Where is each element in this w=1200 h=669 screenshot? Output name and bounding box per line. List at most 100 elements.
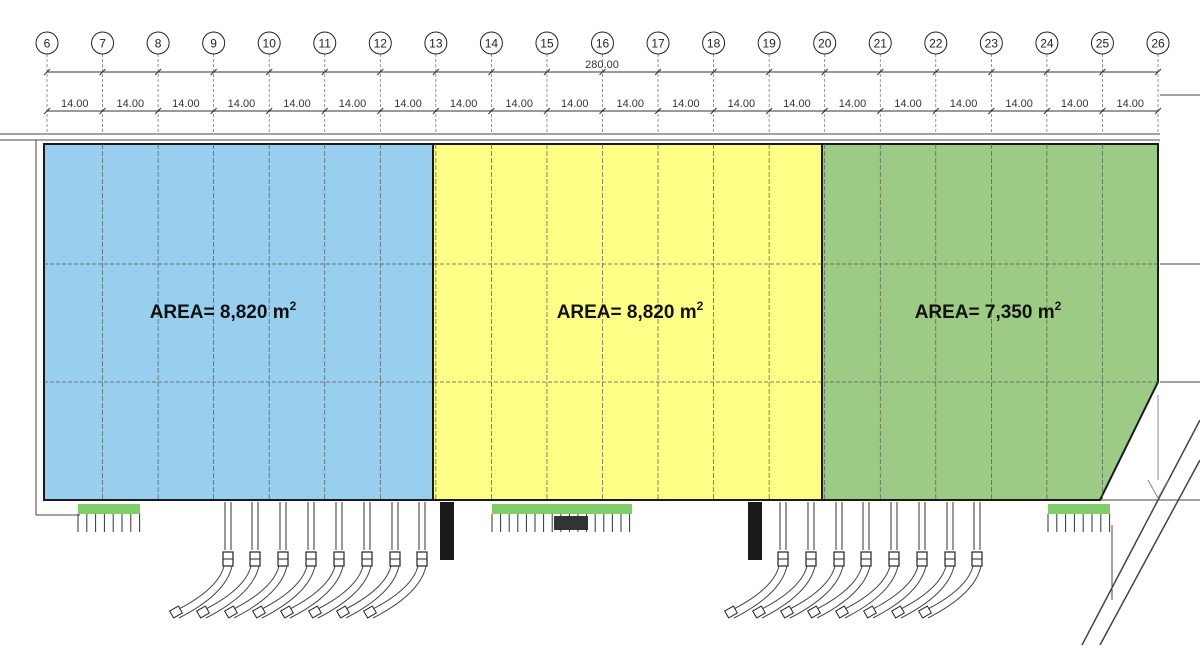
column-grid-lines (46, 54, 1159, 500)
axis-bubble (479, 31, 503, 55)
axis-bubble (868, 31, 892, 55)
total-dimension: 280.00 (47, 59, 1158, 73)
landscape-strip-right (1048, 504, 1110, 514)
truck-dock (751, 502, 817, 619)
landscape-strips (78, 504, 1110, 514)
truck-dock (362, 502, 428, 619)
axis-label: 10 (263, 37, 277, 51)
axis-label: 14 (485, 37, 499, 51)
axis-bubble (1146, 31, 1170, 55)
axis-bubble (535, 31, 559, 55)
axis-bubble (702, 31, 726, 55)
bay-dimension-label: 14.00 (117, 98, 145, 110)
truck-dock (806, 502, 872, 619)
axis-label: 16 (596, 37, 610, 51)
dimension-chain: 14.00 14.00 14.00 14.00 14.00 14.00 14.00 14.00… (43, 68, 1162, 115)
axis-label: 20 (818, 37, 832, 51)
axis-bubble (757, 31, 781, 55)
zone-3-area-label: AREA= 7,350 m2 (915, 299, 1062, 323)
axis-label: 19 (762, 37, 776, 51)
axis-bubble (1090, 31, 1114, 55)
total-dimension-label: 280.00 (585, 59, 619, 71)
zone-1[interactable] (43, 143, 434, 501)
bay-dimension-label: 14.00 (228, 98, 256, 110)
bay-dimension-label: 14.00 (450, 98, 478, 110)
stair-block-right (748, 502, 762, 560)
truck-dock (195, 502, 261, 619)
axis-bubble (646, 31, 670, 55)
bay-dimension-label: 14.00 (339, 98, 367, 110)
truck-dock (279, 502, 345, 619)
truck-dock (223, 502, 289, 619)
bay-dimension-label: 14.00 (505, 98, 533, 110)
axis-label: 15 (540, 37, 554, 51)
axis-bubble (924, 31, 948, 55)
site-boundary (0, 94, 1200, 646)
axis-label: 22 (929, 37, 943, 51)
bay-dimension-label: 14.00 (894, 98, 922, 110)
stair-blocks (440, 502, 762, 560)
bay-dimension-label: 14.00 (394, 98, 422, 110)
truck-dock (307, 502, 373, 619)
small-equipment (554, 516, 588, 530)
bay-dimension-label: 14.00 (672, 98, 700, 110)
stair-block-left (440, 502, 454, 560)
bay-dimension-label: 14.00 (61, 98, 89, 110)
axis-bubble (313, 31, 337, 55)
bay-dimension-label: 14.00 (561, 98, 589, 110)
truck-dock (779, 502, 845, 619)
ramp-arrow (1147, 395, 1169, 500)
truck-dock (723, 502, 789, 619)
axis-bubble (368, 31, 392, 55)
truck-dock (335, 502, 401, 619)
axis-label: 6 (44, 37, 51, 51)
axis-bubble (424, 31, 448, 55)
bay-dimension-label: 14.00 (1116, 98, 1144, 110)
truck-dock (834, 502, 900, 619)
axis-label: 13 (429, 37, 443, 51)
zone-2-area-label: AREA= 8,820 m2 (557, 299, 704, 323)
landscape-strip-center (492, 504, 632, 514)
axis-bubble (202, 31, 226, 55)
axis-label: 12 (374, 37, 388, 51)
axis-label: 17 (651, 37, 665, 51)
truck-dock (890, 502, 956, 619)
bay-dimension-label: 14.00 (783, 98, 811, 110)
axis-label: 18 (707, 37, 721, 51)
axis-label: 7 (99, 37, 106, 51)
axis-bubble (1035, 31, 1059, 55)
bay-dimension-label: 14.00 (1005, 98, 1033, 110)
bay-dimension-label: 14.00 (617, 98, 645, 110)
axis-label: 26 (1151, 37, 1165, 51)
axis-bubble (146, 31, 170, 55)
axis-label: 9 (210, 37, 217, 51)
zone-group (43, 143, 1159, 501)
truck-dock (251, 502, 317, 619)
zone-3[interactable] (821, 143, 1159, 501)
bay-dimension-label: 14.00 (172, 98, 200, 110)
axis-label: 21 (874, 37, 888, 51)
bay-dimension-label: 14.00 (839, 98, 867, 110)
zone-2[interactable] (432, 143, 823, 501)
axis-bubble (979, 31, 1003, 55)
axis-label: 25 (1096, 37, 1110, 51)
truck-dock (917, 502, 983, 619)
axis-bubble (591, 31, 614, 55)
bollard-ticks (77, 514, 1111, 532)
axis-label: 24 (1040, 37, 1054, 51)
axis-label: 8 (155, 37, 162, 51)
landscape-strip-left (78, 504, 140, 514)
truck-dock (862, 502, 928, 619)
bay-dimension-label: 14.00 (283, 98, 311, 110)
axis-bubble (257, 31, 281, 55)
bay-dimension-label: 14.00 (728, 98, 756, 110)
bay-dimension-label: 14.00 (1061, 98, 1089, 110)
axis-bubble (35, 31, 59, 55)
zone-1-area-label: AREA= 8,820 m2 (150, 299, 297, 323)
truck-docks-right (723, 502, 983, 619)
bay-dimension-label: 14.00 (950, 98, 978, 110)
truck-dock (168, 502, 234, 619)
axis-label: 23 (985, 37, 999, 51)
axis-bubble (91, 31, 115, 55)
